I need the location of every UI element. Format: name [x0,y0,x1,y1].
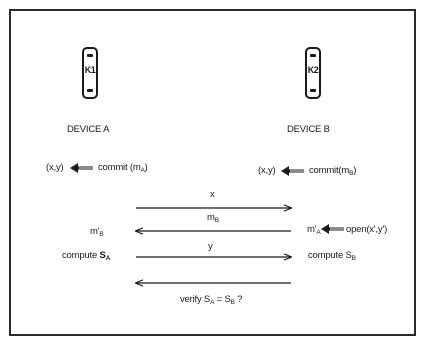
open-arrow-icon [321,224,344,234]
left-compute-sa: compute SA [62,250,111,262]
commit-a-text: commit (mA) [98,162,148,174]
device-b-bottom-bar [310,89,316,92]
message-y-label: y [208,241,213,252]
device-a-bottom-bar [87,89,93,92]
message-x-label: x [210,189,215,200]
commit-a-pair: (x,y) [46,162,64,173]
device-b-label: DEVICE B [287,124,330,135]
device-a-label: DEVICE A [67,124,110,135]
right-open-label: open(x',y') [346,224,388,235]
device-b-token: K2 [305,47,321,99]
left-mprime-b: m'B [90,226,104,238]
device-a-top-bar [87,54,93,57]
verify-label: verify SA = SB ? [180,294,243,306]
device-a-key-label: K1 [84,65,96,75]
device-b-key-label: K2 [307,65,319,75]
commit-b-arrow-icon [281,166,304,176]
commit-b-pair: (x,y) [258,165,276,176]
diagram-frame [9,9,416,336]
right-compute-sb: compute SB [308,250,356,262]
device-b-top-bar [310,54,316,57]
message-mb-label: mB [207,212,219,224]
device-a-token: K1 [82,47,98,99]
commit-a-arrow-icon [70,163,93,173]
commit-b-text: commit(mB) [309,165,357,177]
right-mprime-a-label: m'A [307,224,321,236]
